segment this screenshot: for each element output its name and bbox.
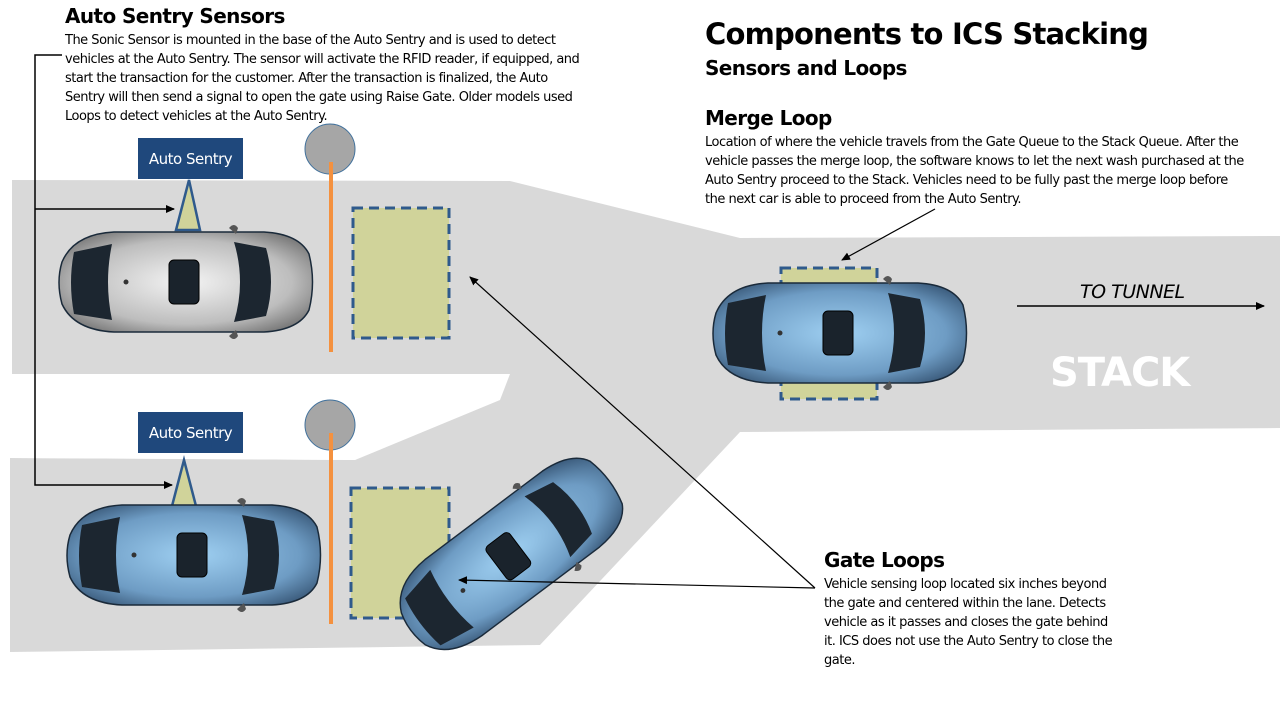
auto-sentry-kiosk-bottom: Auto Sentry [138, 412, 243, 453]
page-subtitle: Sensors and Loops [705, 56, 907, 80]
gate-loops-description: Vehicle sensing loop located six inches … [824, 577, 1113, 668]
gate-bottom [304, 399, 356, 624]
road-lane-gap [10, 374, 505, 460]
gate-loop-pointer-top [469, 276, 816, 589]
gate-loop-top [351, 206, 451, 340]
gate-top [304, 123, 356, 352]
merge-loop-heading: Merge Loop [705, 106, 832, 130]
gate-loops-heading: Gate Loops [824, 548, 945, 572]
sonic-sensor-beam-top [174, 179, 202, 232]
to-tunnel-label: TO TUNNEL [1080, 281, 1185, 303]
road-upper-lane [10, 180, 1280, 652]
car-blue-bottom-lane [66, 497, 322, 613]
page-title: Components to ICS Stacking [705, 17, 1149, 51]
auto-sentry-kiosk-top: Auto Sentry [138, 138, 243, 179]
gate-loop-pointer-bottom [458, 576, 816, 589]
auto-sentry-sensors-heading: Auto Sentry Sensors [65, 4, 285, 28]
car-silver-top-lane [58, 224, 314, 340]
merge-loop-pointer [841, 208, 936, 261]
sensor-bracket-line [34, 54, 173, 489]
car-blue-stack [712, 275, 968, 391]
auto-sentry-sensors-description: The Sonic Sensor is mounted in the base … [65, 33, 580, 124]
stack-label: STACK [1050, 350, 1190, 396]
merge-loop-description: Location of where the vehicle travels fr… [705, 135, 1244, 207]
